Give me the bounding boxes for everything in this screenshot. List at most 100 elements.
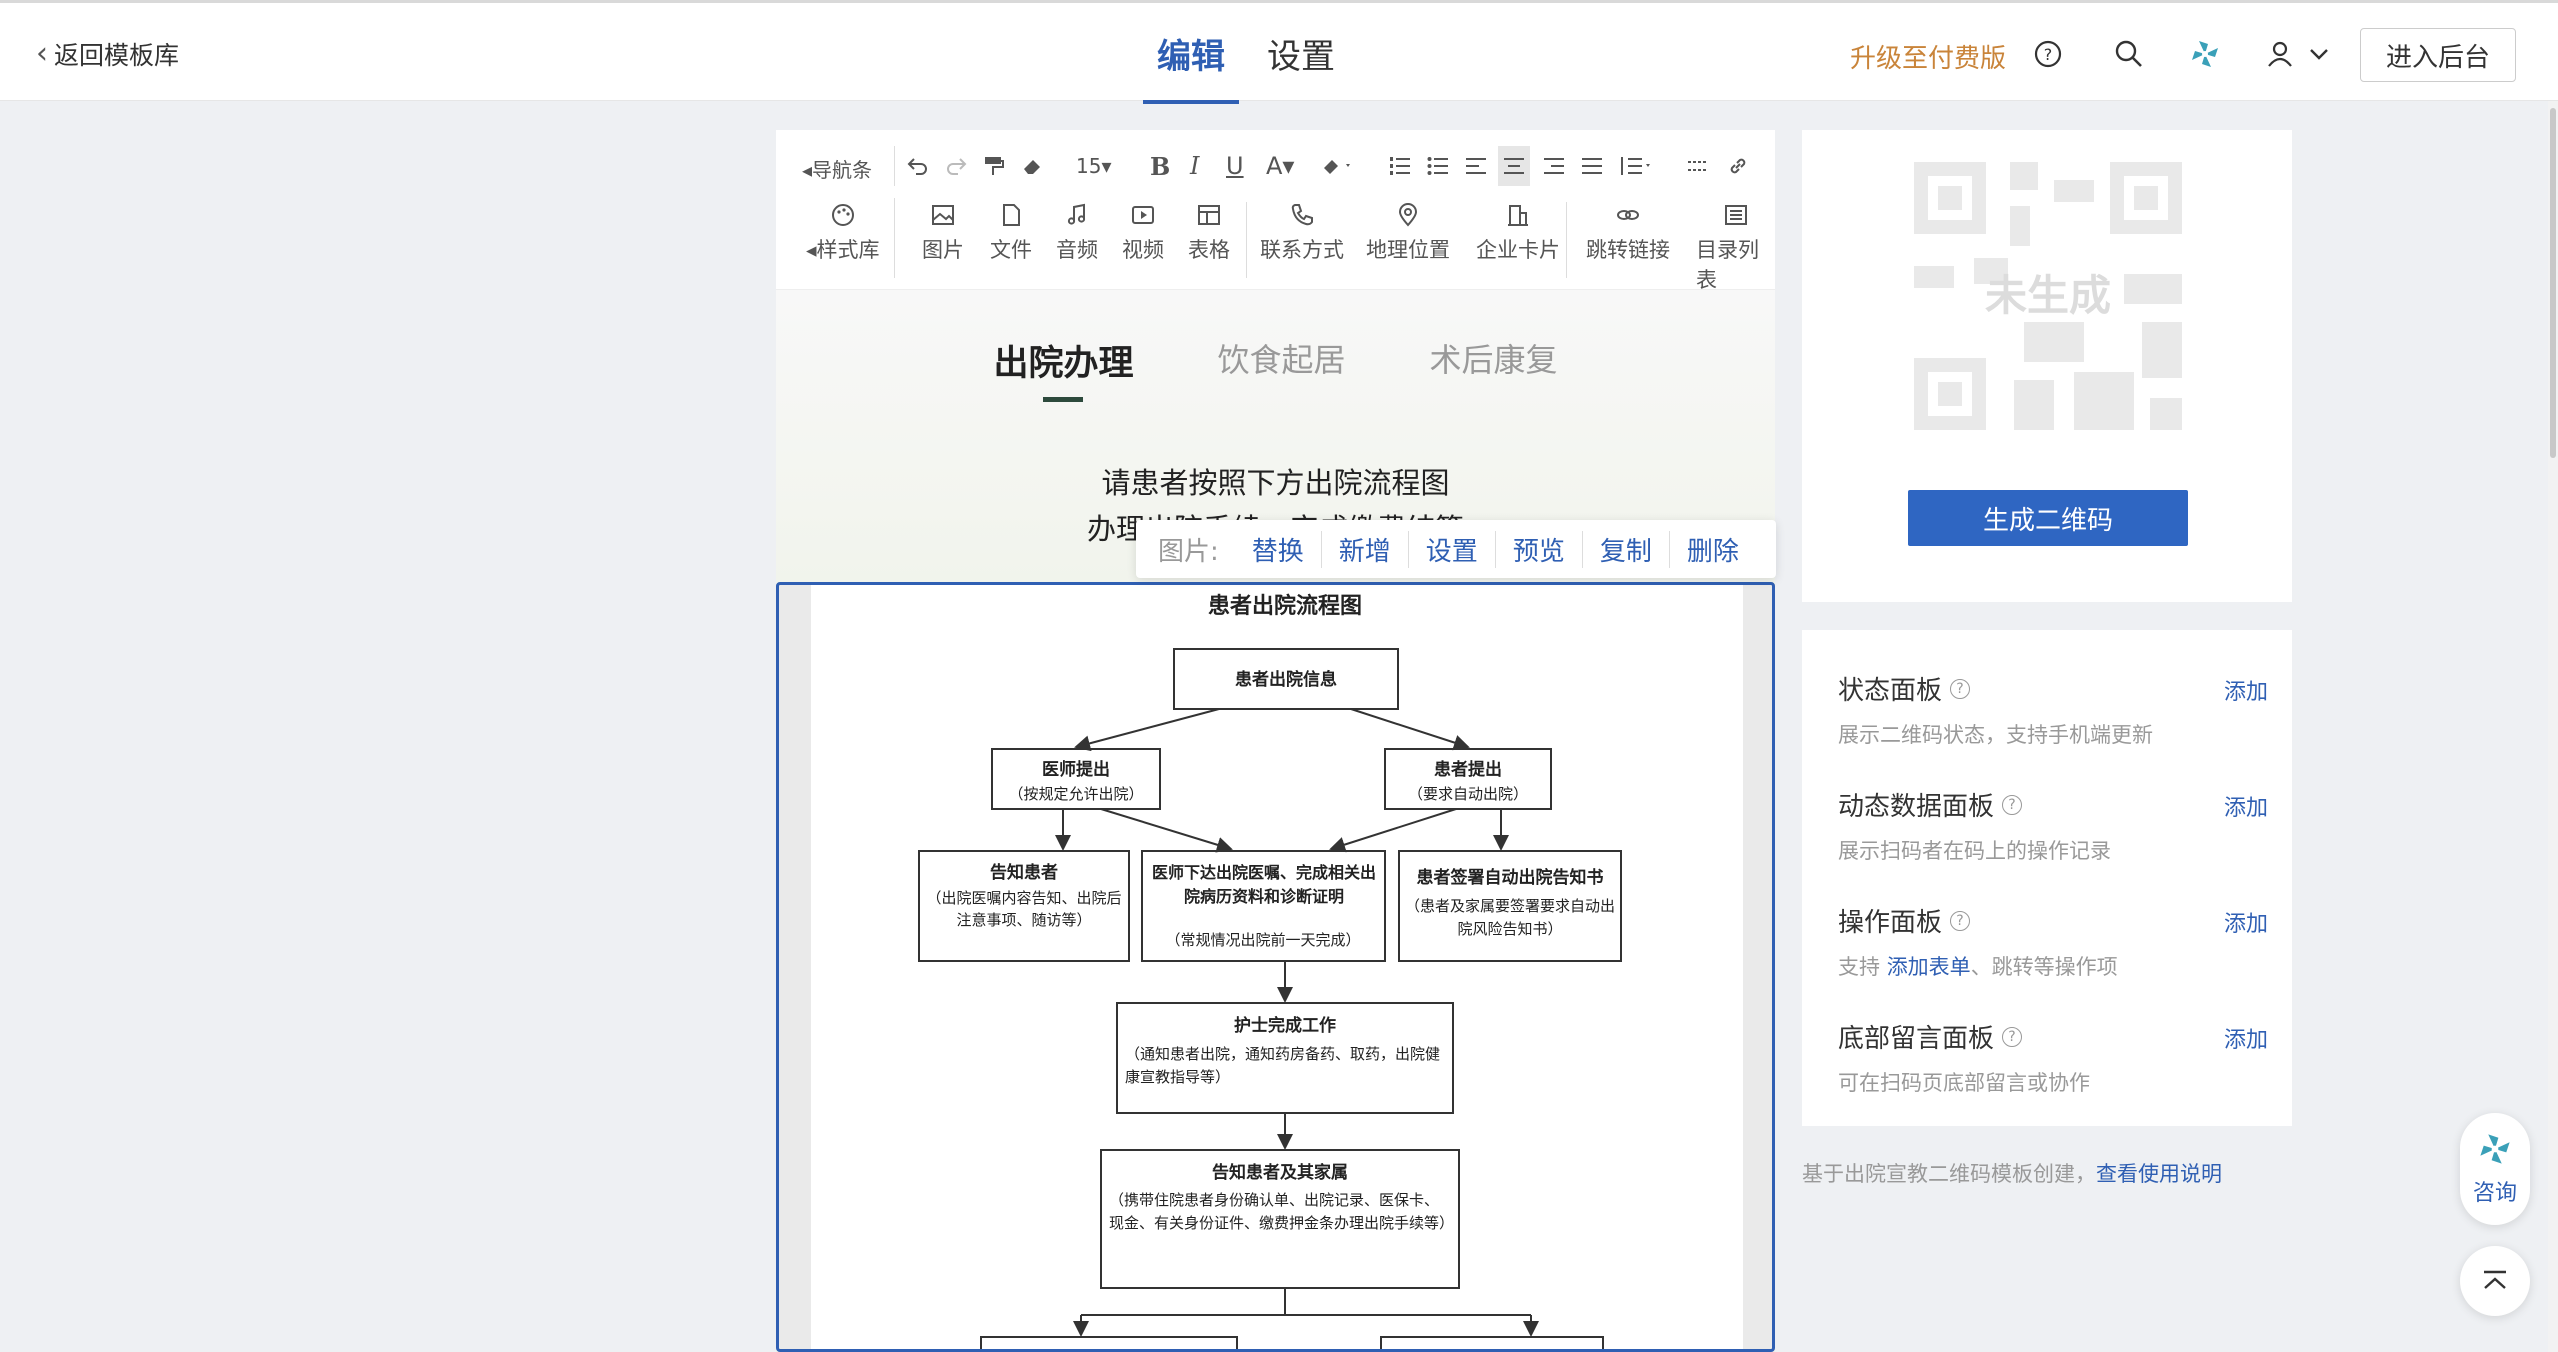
add-image-button[interactable]: 新增 [1320, 530, 1408, 568]
generate-qr-button[interactable]: 生成二维码 [1908, 490, 2188, 546]
status-panel-title: 状态面板 [1838, 676, 1943, 706]
usage-guide-link[interactable]: 查看使用说明 [2096, 1162, 2222, 1186]
nav-bar-toggle[interactable]: ◂导航条 [802, 158, 873, 182]
image-action-toolbar: 图片: 替换 新增 设置 预览 复制 删除 [1136, 520, 1776, 578]
undo-icon[interactable] [906, 146, 930, 186]
palette-icon [831, 204, 854, 226]
image-icon [932, 205, 954, 225]
dynamic-data-panel-option: 动态数据面板? 展示扫码者在码上的操作记录 添加 [1838, 786, 2268, 865]
insert-file-button[interactable]: 文件 [990, 202, 1032, 264]
bold-icon[interactable]: B [1150, 151, 1171, 181]
flowchart-title: 患者出院流程图 [1208, 593, 1362, 619]
status-panel-option: 状态面板? 展示二维码状态，支持手机端更新 添加 [1838, 670, 2268, 749]
redo-icon[interactable] [944, 146, 968, 186]
flow-orders-title: 医师下达出院医嘱、完成相关出院病历资料和诊断证明 [1151, 863, 1376, 906]
image-settings-button[interactable]: 设置 [1407, 530, 1495, 568]
list-icon [1724, 205, 1747, 225]
enter-backend-button[interactable]: 进入后台 [2360, 28, 2516, 82]
template-footnote: 基于出院宣教二维码模板创建，查看使用说明 [1802, 1162, 2222, 1186]
insert-company-card-button[interactable]: 企业卡片 [1476, 202, 1560, 264]
add-status-panel-button[interactable]: 添加 [2223, 680, 2268, 705]
upgrade-link[interactable]: 升级至付费版 [1850, 44, 2007, 74]
table-icon [1198, 205, 1220, 225]
tab-diet[interactable]: 饮食起居 [1217, 341, 1346, 379]
add-comment-panel-button[interactable]: 添加 [2223, 1028, 2268, 1053]
insert-table-button[interactable]: 表格 [1188, 202, 1230, 264]
chevron-down-icon[interactable] [2302, 37, 2336, 71]
consult-button[interactable]: 咨询 [2460, 1113, 2530, 1225]
preview-image-button[interactable]: 预览 [1494, 530, 1582, 568]
delete-image-button[interactable]: 删除 [1668, 530, 1756, 568]
flow-notify-title: 告知患者 [990, 862, 1058, 883]
search-icon[interactable] [2112, 37, 2146, 71]
user-icon[interactable] [2263, 37, 2297, 71]
add-dynamic-data-panel-button[interactable]: 添加 [2223, 796, 2268, 821]
align-left-icon[interactable] [1464, 146, 1488, 186]
flow-orders-sub: （常规情况出院前一天完成） [1165, 931, 1360, 949]
insert-video-button[interactable]: 视频 [1122, 202, 1164, 264]
bullet-list-icon[interactable] [1426, 146, 1450, 186]
back-label: 返回模板库 [54, 41, 180, 70]
tab-settings[interactable]: 设置 [1267, 37, 1335, 77]
style-library-button[interactable]: ◂样式库 [806, 202, 880, 264]
help-icon[interactable]: ? [1950, 678, 1971, 699]
building-icon [1508, 205, 1528, 226]
help-icon[interactable]: ? [2002, 1026, 2023, 1047]
format-painter-icon[interactable] [982, 146, 1006, 186]
insert-toc-button[interactable]: 目录列表 [1696, 202, 1775, 294]
content-tabs: 出院办理 饮食起居 术后康复 [776, 335, 1775, 386]
insert-audio-button[interactable]: 音频 [1056, 202, 1098, 264]
eraser-icon[interactable] [1020, 146, 1044, 186]
qr-code-panel: 未生成 生成二维码 [1802, 130, 2292, 602]
add-form-link[interactable]: 添加表单 [1886, 955, 1971, 979]
selected-image[interactable]: 患者出院流程图 患者出院信息 医师提 [776, 582, 1775, 1352]
insert-contact-button[interactable]: 联系方式 [1260, 202, 1344, 264]
font-color-icon[interactable]: A▾ [1266, 152, 1295, 180]
intro-line-1: 请患者按照下方出院流程图 [1101, 466, 1450, 500]
phone-icon [1291, 204, 1313, 226]
ordered-list-icon[interactable] [1388, 146, 1412, 186]
insert-jump-link-button[interactable]: 跳转链接 [1586, 202, 1670, 264]
flow-start: 患者出院信息 [1235, 669, 1337, 690]
dynamic-data-panel-desc: 展示扫码者在码上的操作记录 [1838, 839, 2111, 863]
help-icon[interactable]: ? [1950, 910, 1971, 931]
flow-family-title: 告知患者及其家属 [1212, 1162, 1348, 1183]
link-icon[interactable] [1726, 146, 1750, 186]
tab-recovery[interactable]: 术后康复 [1429, 341, 1558, 379]
back-to-templates-link[interactable]: ‹ 返回模板库 [36, 36, 179, 72]
brand-logo-icon[interactable] [2188, 37, 2222, 71]
replace-image-button[interactable]: 替换 [1251, 536, 1304, 567]
italic-icon[interactable]: I [1190, 152, 1200, 180]
back-to-top-icon [2484, 1270, 2506, 1289]
divider-icon[interactable] [1686, 146, 1710, 186]
insert-location-button[interactable]: 地理位置 [1366, 202, 1450, 264]
add-operation-panel-button[interactable]: 添加 [2223, 912, 2268, 937]
flow-sign-title: 患者签署自动出院告知书 [1417, 867, 1604, 888]
flow-patient-sub: （要求自动出院） [1408, 785, 1528, 803]
align-center-icon[interactable] [1498, 146, 1530, 186]
flow-nurse-sub: （通知患者出院，通知药房备药、取药，出院健康宣教指导等） [1125, 1045, 1441, 1086]
help-icon[interactable]: ? [2002, 794, 2023, 815]
underline-icon[interactable]: U [1226, 152, 1244, 180]
flow-family-sub: （携带住院患者身份确认单、出院记录、医保卡、现金、有关身份证件、缴费押金条办理出… [1109, 1191, 1451, 1232]
editor-toolbar: ◂导航条 15▾ B I U A▾ ◂样式库 [776, 130, 1775, 292]
copy-image-button[interactable]: 复制 [1581, 530, 1669, 568]
operation-panel-desc: 支持 添加表单、跳转等操作项 [1838, 955, 2118, 979]
comment-panel-title: 底部留言面板 [1838, 1024, 1995, 1054]
highlight-icon[interactable] [1320, 146, 1354, 186]
page-scrollbar[interactable] [2548, 101, 2558, 1352]
font-size-select[interactable]: 15▾ [1076, 154, 1112, 178]
insert-image-button[interactable]: 图片 [922, 202, 964, 264]
align-right-icon[interactable] [1542, 146, 1566, 186]
flow-patient-title: 患者提出 [1434, 759, 1502, 780]
back-to-top-button[interactable] [2460, 1246, 2530, 1316]
qr-placeholder-icon: 未生成 [1914, 162, 2182, 430]
line-height-icon[interactable] [1618, 146, 1652, 186]
chain-link-icon [1617, 210, 1639, 220]
page-scrollbar-thumb[interactable] [2550, 108, 2556, 458]
discharge-flowchart: 患者出院流程图 患者出院信息 医师提 [811, 585, 1743, 1349]
help-icon[interactable]: ? [2031, 37, 2065, 71]
tab-discharge[interactable]: 出院办理 [993, 335, 1133, 386]
align-justify-icon[interactable] [1580, 146, 1604, 186]
tab-edit[interactable]: 编辑 [1143, 3, 1239, 104]
